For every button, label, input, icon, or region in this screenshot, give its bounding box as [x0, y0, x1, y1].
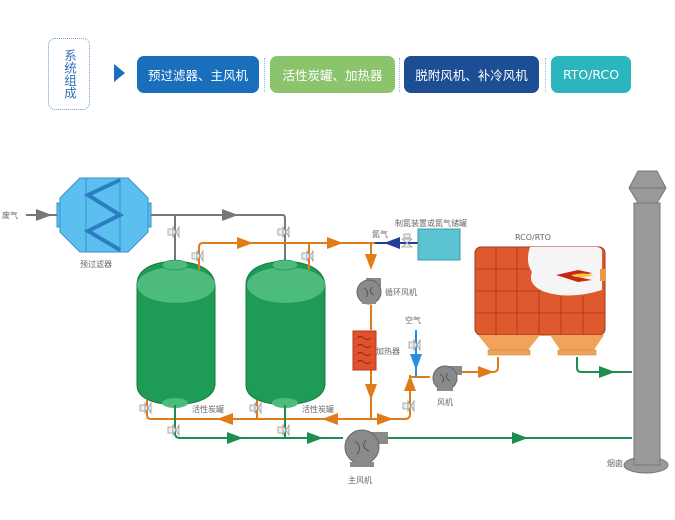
valve-icon: [249, 401, 262, 415]
step-carbon-heater[interactable]: 活性炭罐、加热器: [270, 56, 395, 93]
nitrogen-device-label: 制氮装置或氮气储罐: [395, 218, 467, 228]
heater: [352, 330, 377, 371]
valve-icon: [167, 423, 180, 437]
fan: [432, 365, 462, 391]
main-fan: [344, 429, 388, 467]
step-label: 预过滤器、主风机: [147, 68, 248, 83]
carbon-tank-2-label: 活性炭罐: [302, 404, 334, 414]
system-composition-label: 系统组成: [48, 38, 90, 110]
valve-icon: [301, 249, 314, 263]
orange-pipe-network: [146, 237, 499, 425]
prefilter-label: 预过滤器: [80, 259, 112, 269]
step-desorption-fans[interactable]: 脱附风机、补冷风机: [404, 56, 539, 93]
air-label: 空气: [405, 315, 421, 325]
valve-icon: [402, 399, 415, 413]
rco-rto-unit: [474, 246, 606, 356]
valves: [139, 225, 421, 437]
divider: [545, 58, 546, 92]
chimney-label: 烟囱: [607, 458, 623, 468]
valve-icon: [277, 225, 290, 239]
circulation-fan-label: 循环风机: [385, 287, 417, 297]
valve-icon: [408, 338, 421, 352]
carbon-tank-2: [245, 259, 326, 408]
nitrogen-device: [417, 228, 461, 261]
carbon-tank-1-label: 活性炭罐: [192, 404, 224, 414]
step-prefilter-main-fan[interactable]: 预过滤器、主风机: [137, 56, 259, 93]
exhaust-in-label: 废气: [2, 210, 18, 220]
fan-label: 风机: [437, 397, 453, 407]
step-label: 活性炭罐、加热器: [282, 68, 383, 83]
step-rto-rco[interactable]: RTO/RCO: [551, 56, 631, 93]
system-composition-text: 系统组成: [62, 49, 77, 99]
play-arrow-icon: [114, 64, 125, 82]
step-label: RTO/RCO: [562, 67, 620, 82]
carbon-tank-1: [136, 259, 216, 408]
valve-icon: [139, 401, 152, 415]
gray-pipe-network: [151, 209, 286, 262]
chimney: [623, 170, 669, 474]
divider: [264, 58, 265, 92]
divider: [399, 58, 400, 92]
prefilter: [56, 177, 152, 253]
nitrogen-label: 氮气: [372, 229, 388, 239]
heater-label: 加热器: [376, 346, 400, 356]
circulation-fan: [356, 278, 382, 305]
valve-icon: [400, 233, 414, 248]
main-fan-label: 主风机: [348, 475, 372, 485]
valve-icon: [191, 249, 204, 263]
valve-icon: [277, 423, 290, 437]
step-label: 脱附风机、补冷风机: [415, 68, 528, 83]
green-pipe-network: [174, 357, 632, 444]
rco-rto-label: RCO/RTO: [515, 233, 551, 242]
valve-icon: [167, 225, 180, 239]
